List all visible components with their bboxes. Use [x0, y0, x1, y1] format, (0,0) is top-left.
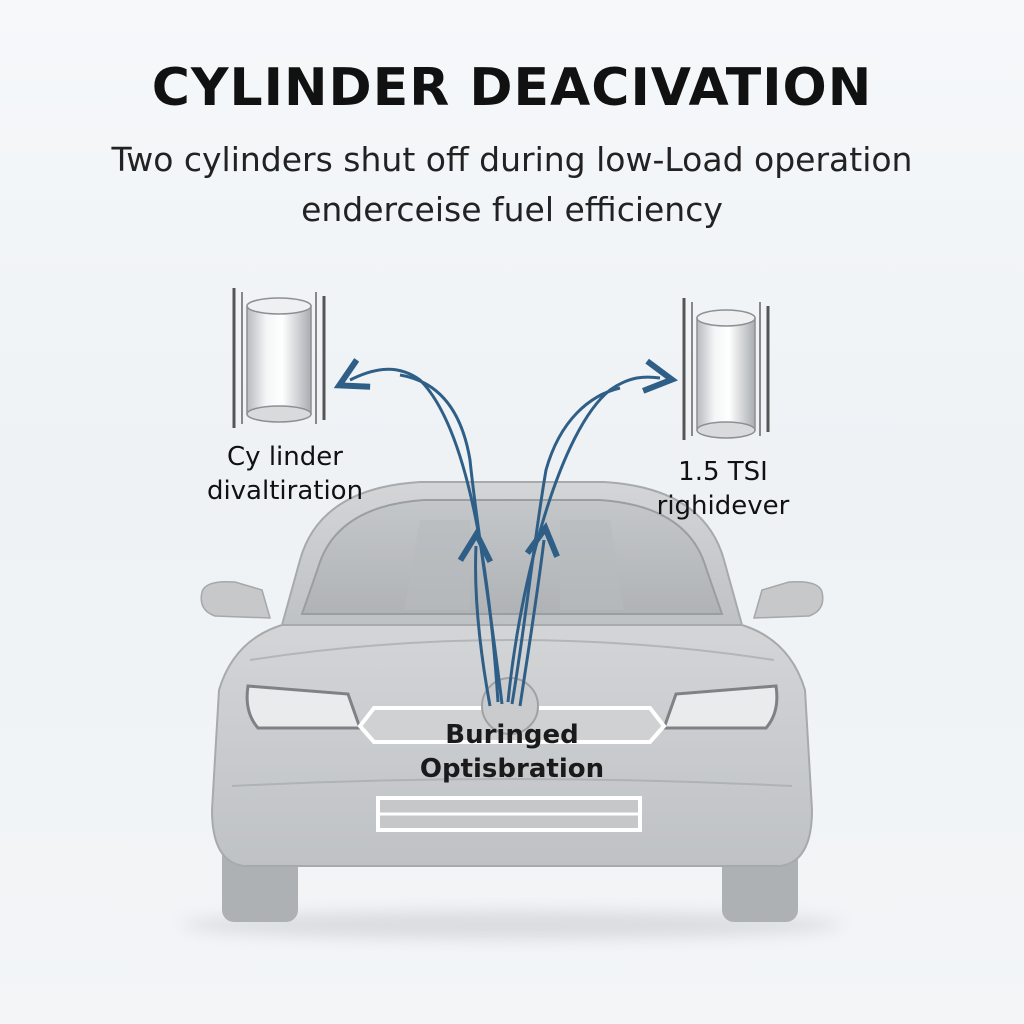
arrow-up-left — [476, 546, 490, 707]
diagram-title: CYLINDER DEACIVATION — [151, 58, 873, 118]
subtitle-line-2: enderceise fuel efficiency — [301, 190, 723, 229]
arrow-to-right-cylinder — [506, 377, 660, 703]
left-mirror — [200, 580, 272, 619]
center-engine-label: Buringed Optisbration — [392, 718, 632, 786]
flow-arrows — [350, 369, 660, 707]
car-illustration — [182, 481, 842, 939]
cylinder-left-icon — [232, 288, 326, 428]
left-label-line-1: Cy linder — [227, 442, 343, 472]
left-cylinder-label: Cy linder divaltiration — [185, 440, 385, 508]
right-mirror — [752, 580, 824, 619]
arrow-up-right — [518, 540, 544, 707]
right-label-line-2: righidever — [656, 491, 790, 521]
center-label-line-2: Optisbration — [419, 754, 605, 784]
right-headlight — [661, 684, 779, 730]
center-label-line-1: Buringed — [445, 720, 579, 750]
cylinder-right-icon — [682, 298, 770, 440]
subtitle-line-1: Two cylinders shut off during low-Load o… — [111, 140, 913, 179]
arrow-to-left-cylinder-inner — [399, 373, 504, 705]
arrow-to-right-cylinder-inner — [510, 386, 621, 705]
left-label-line-2: divaltiration — [206, 476, 364, 506]
right-label-line-1: 1.5 TSI — [678, 457, 768, 487]
left-headlight — [245, 684, 363, 730]
right-cylinder-label: 1.5 TSI righidever — [638, 455, 808, 523]
